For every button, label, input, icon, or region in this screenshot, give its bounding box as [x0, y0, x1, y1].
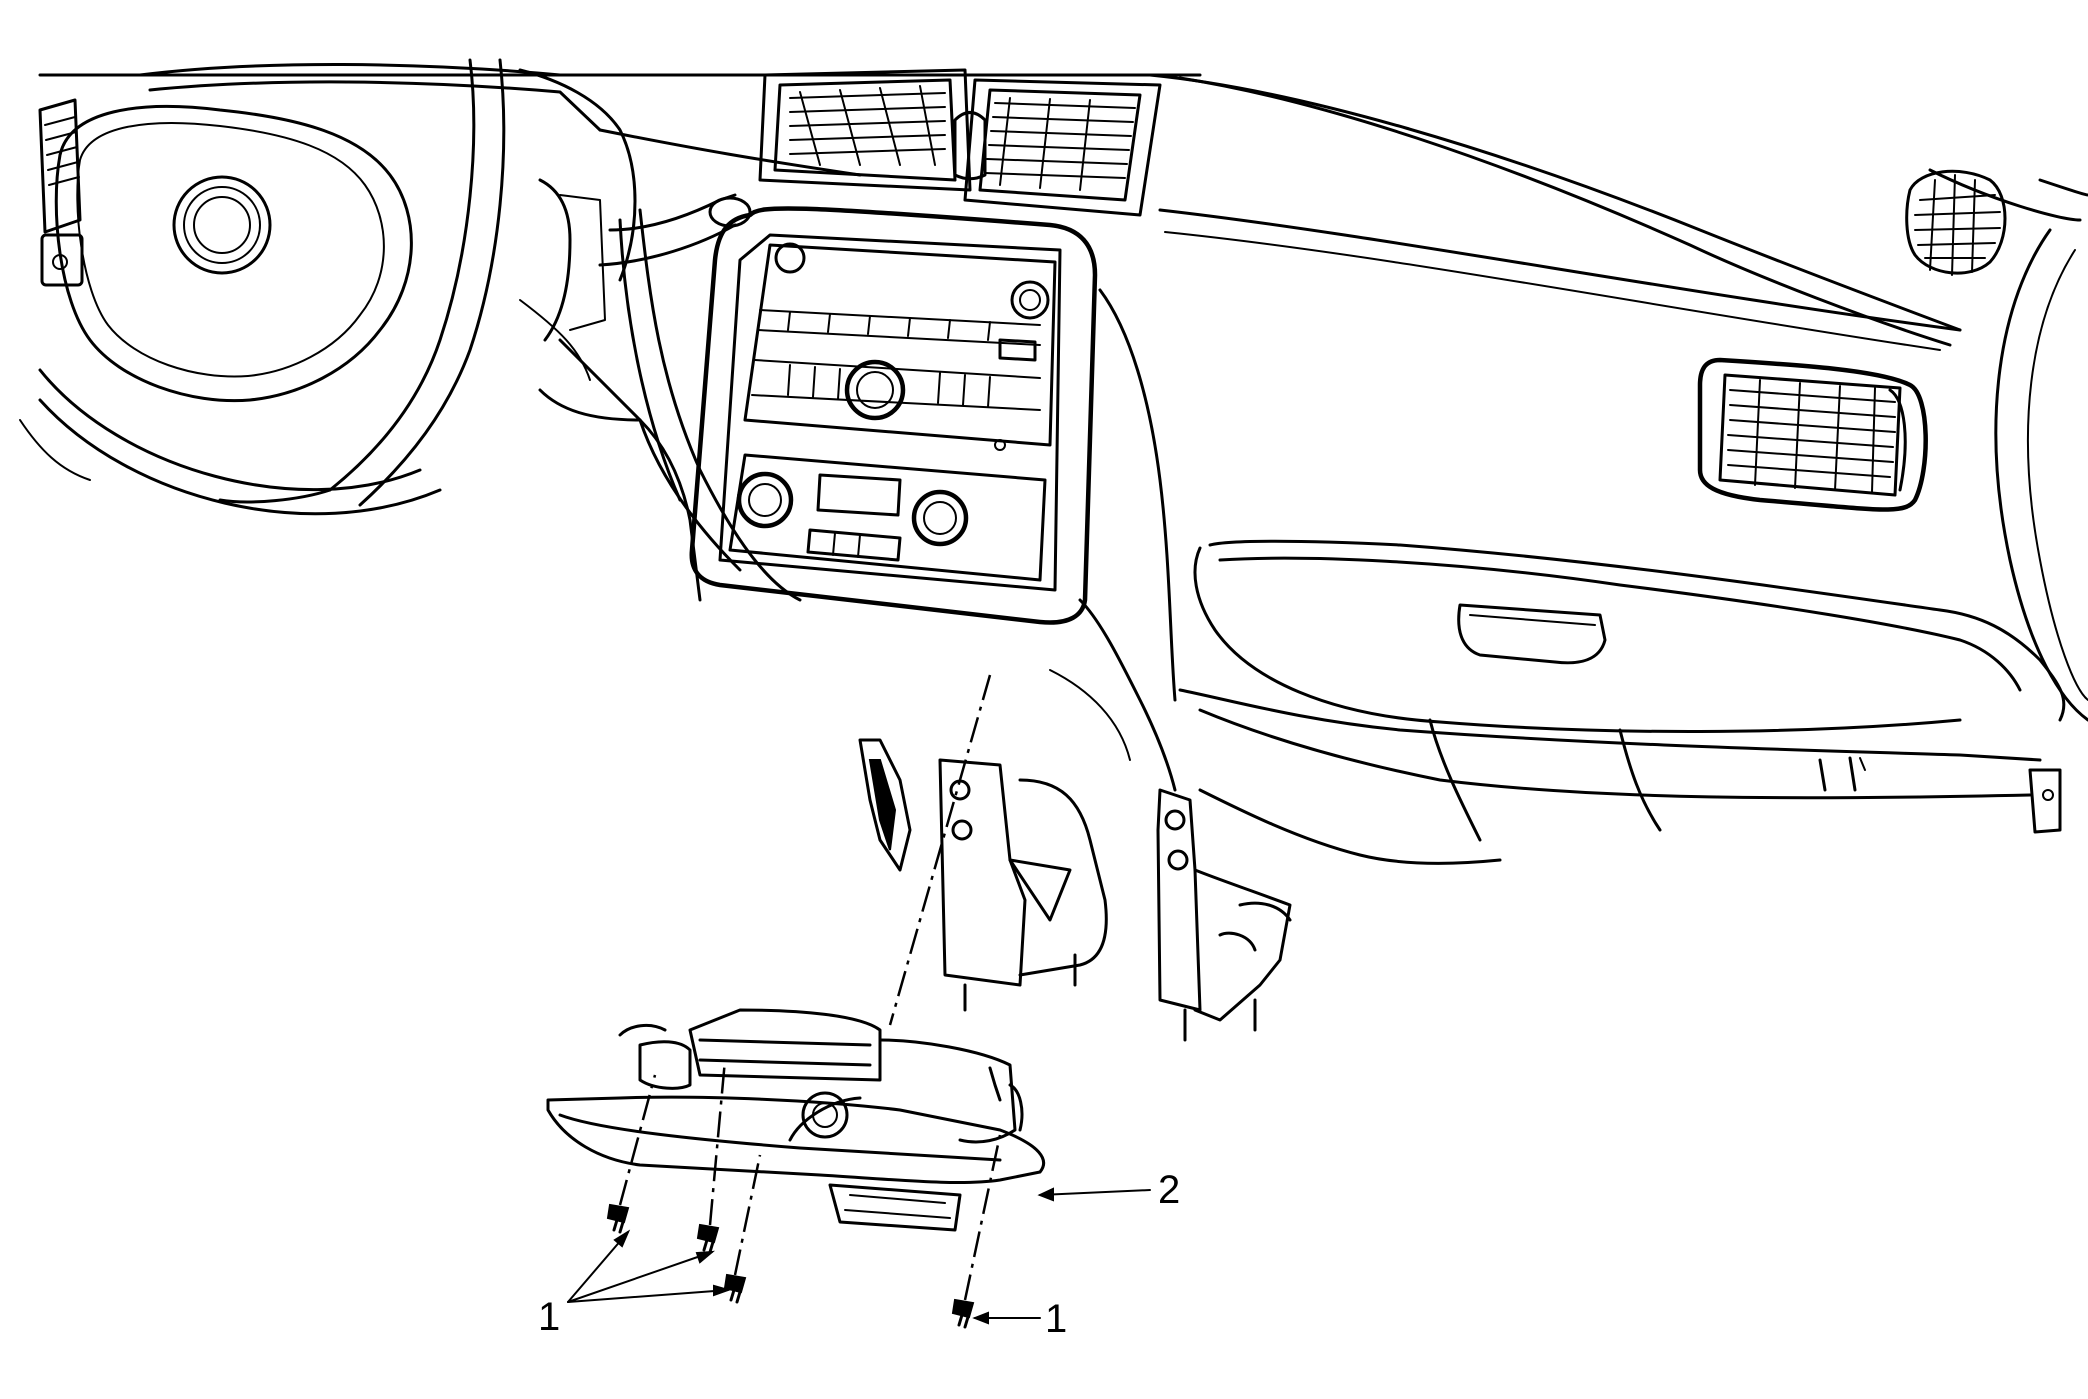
vent-divider: [953, 111, 987, 181]
dash-top: [38, 73, 2088, 722]
radio-bezel: [689, 206, 1098, 625]
steering-wheel: [19, 58, 506, 516]
fastener-left-3: [723, 1154, 762, 1304]
steering-column: [138, 62, 752, 422]
alignment-line: [888, 674, 992, 1026]
callout-2: 2: [1037, 1168, 1180, 1212]
left-bracket: [858, 738, 1108, 1012]
callout-1-left: 1: [538, 1229, 732, 1339]
callout-label-1-right: 1: [1045, 1297, 1067, 1341]
fastener-left-1: [606, 1074, 657, 1234]
callout-label-1-left: 1: [538, 1295, 560, 1339]
right-bracket: [1156, 788, 1292, 1042]
callout-1-right: 1: [972, 1297, 1067, 1341]
center-vent-right: [963, 78, 1162, 217]
fastener-left-2: [696, 1059, 727, 1254]
dash-body: [558, 208, 2066, 865]
speaker-grille: [1905, 169, 2007, 276]
center-vent-left: [758, 68, 972, 192]
lower-panel: [546, 1008, 1046, 1232]
fastener-right-1: [951, 1134, 1002, 1329]
left-vent: [38, 98, 84, 287]
callout-label-2: 2: [1158, 1168, 1180, 1212]
